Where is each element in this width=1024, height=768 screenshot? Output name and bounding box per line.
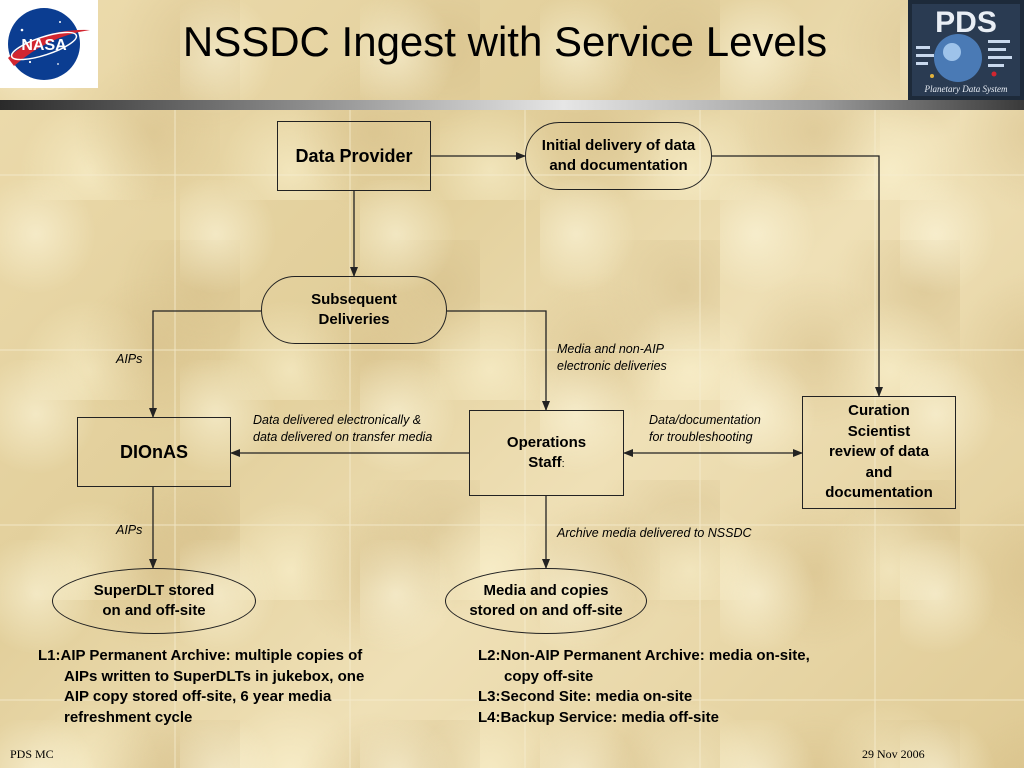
nasa-logo: NASA bbox=[0, 0, 98, 88]
arrow-subsequent-to-operations bbox=[447, 310, 550, 411]
curation-scientist-box: Curation Scientist review of data and do… bbox=[802, 396, 956, 509]
label-data-electronic: Data delivered electronically & data del… bbox=[253, 412, 432, 446]
operations-line-2: Staff bbox=[528, 453, 562, 471]
arrow-initial-to-curation bbox=[712, 155, 883, 397]
notes-right-line-1: L2:Non-AIP Permanent Archive: media on-s… bbox=[478, 647, 810, 664]
curation-line-3: review of data bbox=[828, 443, 930, 461]
notes-right-line-3: L3:Second Site: media on-site bbox=[478, 688, 693, 705]
label-aips-top: AIPs bbox=[116, 352, 143, 366]
label-data-doc-line-1: Data/documentation bbox=[649, 413, 761, 427]
notes-left-line-4: refreshment cycle bbox=[64, 708, 193, 726]
footer-right: 29 Nov 2006 bbox=[862, 747, 925, 761]
dionas-box: DIOnAS bbox=[77, 417, 231, 487]
notes-left-line-2: AIPs written to SuperDLTs in jukebox, on… bbox=[64, 667, 365, 685]
initial-delivery-line-1: Initial delivery of data bbox=[541, 137, 696, 154]
subsequent-line-1: Subsequent bbox=[311, 291, 397, 308]
initial-delivery-line-2: and documentation bbox=[549, 157, 688, 174]
subsequent-deliveries-node: Subsequent Deliveries bbox=[261, 276, 447, 344]
superdlt-line-1: SuperDLT stored bbox=[93, 582, 215, 599]
arrow-subsequent-to-dionas bbox=[149, 310, 261, 418]
media-copies-oval: Media and copies stored on and off-site bbox=[445, 568, 647, 634]
pds-logo-text: PDS bbox=[935, 6, 997, 39]
label-media-nonaip-line-2: electronic deliveries bbox=[557, 359, 667, 373]
pds-logo-tagline: Planetary Data System bbox=[924, 84, 1008, 94]
notes-left-line-3: AIP copy stored off-site, 6 year media bbox=[64, 688, 332, 705]
pds-logo: PDS Planetary Data System bbox=[908, 0, 1024, 100]
footer-left: PDS MC bbox=[10, 747, 54, 761]
nasa-logo-text: NASA bbox=[21, 37, 67, 54]
curation-line-4: and bbox=[865, 463, 893, 481]
label-aips-bottom: AIPs bbox=[116, 523, 143, 537]
curation-line-1: Curation bbox=[848, 402, 910, 420]
operations-suffix: : bbox=[561, 457, 565, 470]
notes-left: L1:AIP Permanent Archive: multiple copie… bbox=[38, 646, 438, 728]
operations-line-1: Operations bbox=[506, 433, 587, 451]
notes-left-line-1: L1:AIP Permanent Archive: multiple copie… bbox=[38, 647, 363, 664]
label-data-doc-line-2: for troubleshooting bbox=[649, 430, 753, 444]
operations-staff-box: Operations Staff: bbox=[469, 410, 624, 496]
data-provider-box: Data Provider bbox=[277, 121, 431, 191]
curation-line-5: documentation bbox=[825, 484, 933, 502]
data-provider-label: Data Provider bbox=[295, 145, 413, 166]
dionas-label: DIOnAS bbox=[119, 441, 188, 462]
initial-delivery-node: Initial delivery of data and documentati… bbox=[525, 122, 712, 190]
notes-right-line-4: L4:Backup Service: media off-site bbox=[478, 708, 719, 726]
label-media-nonaip: Media and non-AIP electronic deliveries bbox=[557, 341, 667, 375]
subsequent-line-2: Deliveries bbox=[318, 311, 390, 328]
curation-line-2: Scientist bbox=[847, 422, 911, 440]
label-media-nonaip-line-1: Media and non-AIP bbox=[557, 342, 665, 356]
media-copies-line-2: stored on and off-site bbox=[469, 602, 623, 619]
label-data-electronic-line-1: Data delivered electronically & bbox=[253, 413, 422, 427]
notes-right-line-2: copy off-site bbox=[504, 667, 594, 685]
label-data-doc: Data/documentation for troubleshooting bbox=[649, 412, 761, 446]
notes-right: L2:Non-AIP Permanent Archive: media on-s… bbox=[478, 646, 898, 728]
label-data-electronic-line-2: data delivered on transfer media bbox=[253, 430, 433, 444]
label-archive-media: Archive media delivered to NSSDC bbox=[557, 526, 752, 540]
superdlt-oval: SuperDLT stored on and off-site bbox=[52, 568, 256, 634]
media-copies-line-1: Media and copies bbox=[483, 582, 609, 599]
superdlt-line-2: on and off-site bbox=[102, 602, 206, 619]
title-divider-bar bbox=[0, 100, 1024, 110]
slide-title: NSSDC Ingest with Service Levels bbox=[182, 18, 828, 65]
